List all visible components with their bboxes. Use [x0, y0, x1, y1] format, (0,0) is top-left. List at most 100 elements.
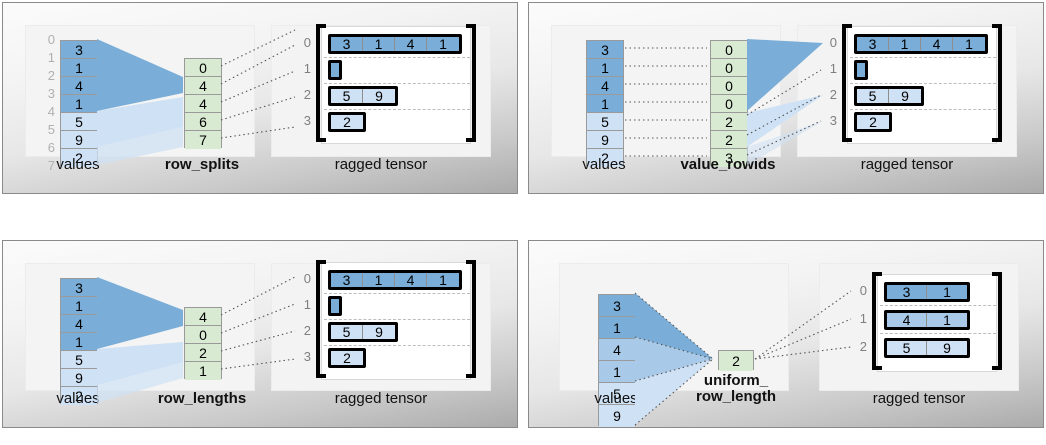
tensor-row-box: 2 — [854, 112, 892, 132]
connector-line — [634, 336, 714, 360]
tensor-cell: 1 — [927, 284, 967, 300]
tensor-cell-empty — [331, 63, 339, 77]
left-bracket-icon — [842, 24, 852, 142]
tensor-row-box: 2 — [328, 112, 366, 132]
wedge-shape — [97, 39, 183, 111]
value-cell: 1 — [587, 59, 623, 77]
row-separator — [850, 57, 996, 58]
connector-line — [220, 44, 296, 85]
values-caption: values — [56, 156, 100, 173]
row-separator — [324, 319, 470, 320]
tensor-row: 2 — [854, 112, 892, 132]
partition-column: 2 — [718, 350, 754, 371]
tensor-cell: 1 — [363, 272, 395, 288]
value-cell: 2 — [61, 387, 97, 405]
connector-line — [754, 290, 852, 360]
tensor-row-box — [328, 60, 342, 80]
tensor-row-index-label: 0 — [859, 283, 867, 298]
values-caption: values — [56, 390, 100, 407]
value-cell: 3 — [599, 295, 635, 317]
tensor-row-box: 2 — [328, 348, 366, 368]
value-cell: 1 — [599, 317, 635, 339]
connector-wires — [625, 39, 823, 165]
left-bracket-icon — [316, 24, 326, 142]
tensor-cell: 3 — [331, 36, 363, 52]
tensor-caption: ragged tensor — [334, 390, 428, 407]
connector-line — [220, 276, 296, 316]
tensor-row — [854, 60, 868, 80]
value-index-label: 3 — [47, 86, 55, 101]
tensor-row-index-label: 3 — [829, 113, 837, 128]
tensor-row-index-label: 2 — [303, 323, 311, 338]
right-bracket-icon — [992, 272, 1002, 370]
tensor-row-index-label: 1 — [829, 61, 837, 76]
row-separator — [324, 57, 470, 58]
value-index-label: 5 — [47, 122, 55, 137]
tensor-cell: 9 — [363, 324, 395, 340]
wedge-shape — [747, 39, 823, 111]
partition-cell: 4 — [185, 95, 221, 113]
partition-cell: 0 — [711, 59, 747, 77]
connector-line — [746, 120, 822, 156]
connector-line — [220, 70, 296, 103]
wedge-shape — [97, 360, 183, 403]
value-cell: 1 — [61, 297, 97, 315]
row-separator — [880, 333, 996, 334]
right-bracket-icon — [466, 24, 476, 142]
connector-wires — [97, 276, 296, 403]
value-cell: 5 — [599, 383, 635, 405]
tensor-cell-empty — [331, 299, 339, 313]
value-cell: 3 — [61, 279, 97, 297]
tensor-cell: 4 — [395, 272, 427, 288]
tensor-cell: 4 — [887, 312, 927, 328]
connector-line — [220, 126, 296, 139]
values-caption: values — [582, 156, 626, 173]
partition-cell: 3 — [711, 149, 747, 167]
tensor-row: 2 — [328, 112, 366, 132]
connector-wires — [634, 290, 852, 426]
tensor-row-index-label: 2 — [829, 87, 837, 102]
partition-cell: 1 — [185, 362, 221, 380]
tensor-cell: 1 — [927, 312, 967, 328]
tensor-row-index-label: 0 — [303, 271, 311, 286]
value-cell: 2 — [587, 149, 623, 167]
connector-line — [634, 358, 714, 382]
connector-line — [220, 303, 296, 334]
tensor-cell: 1 — [427, 272, 459, 288]
tensor-cell: 5 — [857, 88, 889, 104]
value-cell: 1 — [61, 333, 97, 351]
tensor-cell: 2 — [857, 114, 889, 130]
partition-cell: 6 — [185, 113, 221, 131]
row-separator — [880, 305, 996, 306]
connector-line — [220, 29, 296, 67]
tensor-cell: 9 — [363, 88, 395, 104]
wedge-shape — [97, 342, 183, 385]
value-cell: 1 — [61, 59, 97, 77]
tensor-cell: 2 — [331, 350, 363, 366]
tensor-row-index-label: 0 — [829, 35, 837, 50]
values-caption: values — [594, 390, 638, 407]
value-cell: 4 — [587, 77, 623, 95]
connector-line — [220, 330, 296, 352]
partition-cell: 0 — [711, 41, 747, 59]
tensor-cell: 5 — [887, 340, 927, 356]
tensor-cell: 1 — [953, 36, 985, 52]
row-separator — [850, 109, 996, 110]
